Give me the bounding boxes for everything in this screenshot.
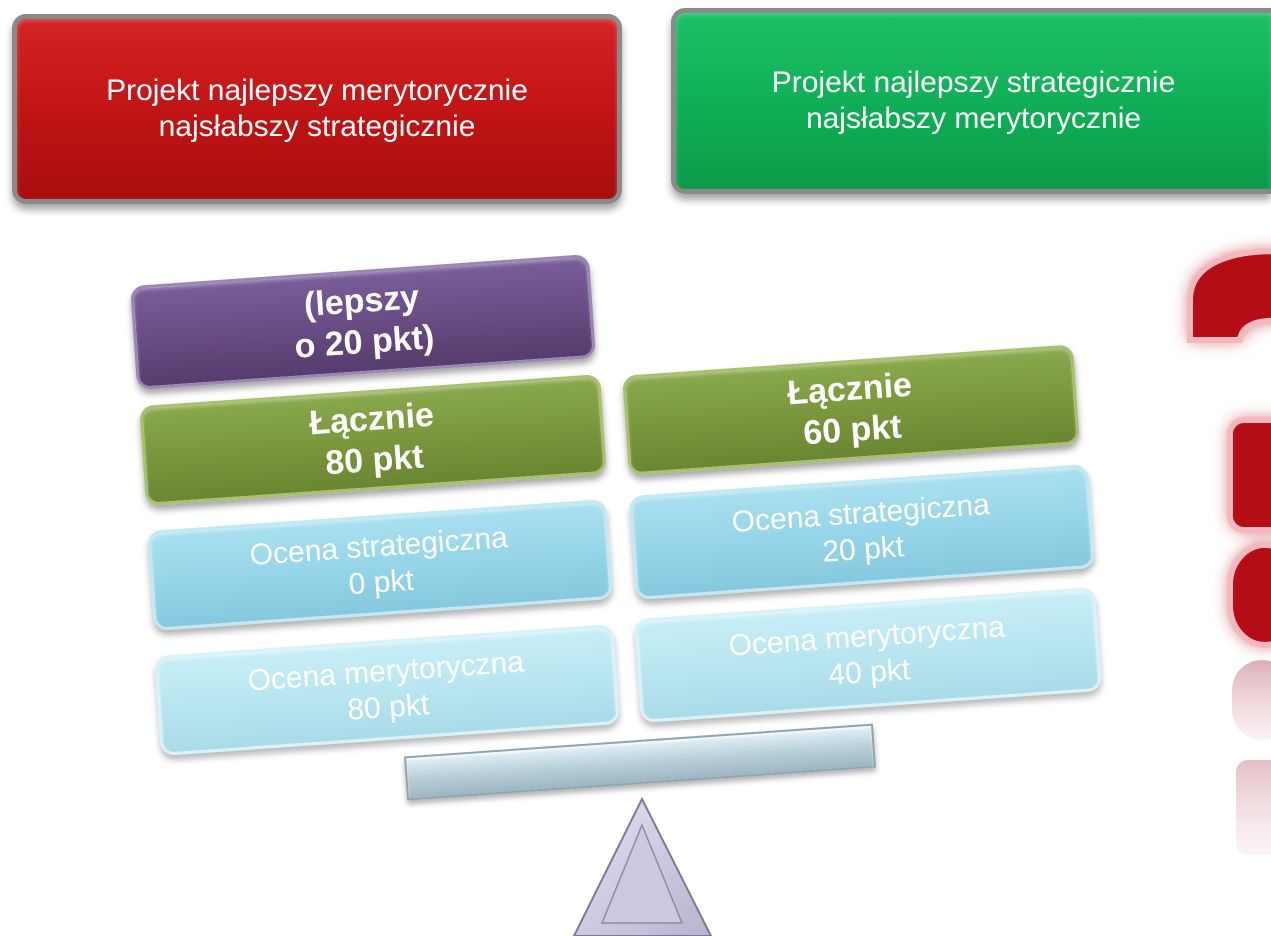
right-total-label: Łącznie 60 pkt <box>786 365 914 453</box>
right-merit-box: Ocena merytoryczna 40 pkt <box>633 587 1103 723</box>
left-merit-box: Ocena merytoryczna 80 pkt <box>154 624 620 756</box>
project-best-merit-box: Projekt najlepszy merytorycznie najsłabs… <box>12 14 622 204</box>
project-best-merit-label: Projekt najlepszy merytorycznie najsłabs… <box>106 74 528 143</box>
triangle-fulcrum-icon <box>572 796 713 936</box>
right-merit-label: Ocena merytoryczna 40 pkt <box>727 610 1006 692</box>
project-best-strategic-box: Projekt najlepszy strategicznie najsłabs… <box>671 8 1271 194</box>
right-total-box: Łącznie 60 pkt <box>622 344 1080 476</box>
question-mark-icon <box>1187 248 1271 855</box>
left-total-label: Łącznie 80 pkt <box>308 395 436 483</box>
balance-beam <box>404 723 876 801</box>
project-best-strategic-label: Projekt najlepszy strategicznie najsłabs… <box>771 66 1176 135</box>
left-strategic-box: Ocena strategiczna 0 pkt <box>147 499 613 631</box>
left-merit-label: Ocena merytoryczna 80 pkt <box>246 645 525 727</box>
right-strategic-box: Ocena strategiczna 20 pkt <box>628 464 1096 600</box>
left-total-box: Łącznie 80 pkt <box>139 374 607 506</box>
right-strategic-label: Ocena strategiczna 20 pkt <box>730 488 991 569</box>
better-by-label: (lepszy o 20 pkt) <box>293 278 436 366</box>
left-strategic-label: Ocena strategiczna 0 pkt <box>248 521 509 602</box>
better-by-badge: (lepszy o 20 pkt) <box>129 254 597 390</box>
